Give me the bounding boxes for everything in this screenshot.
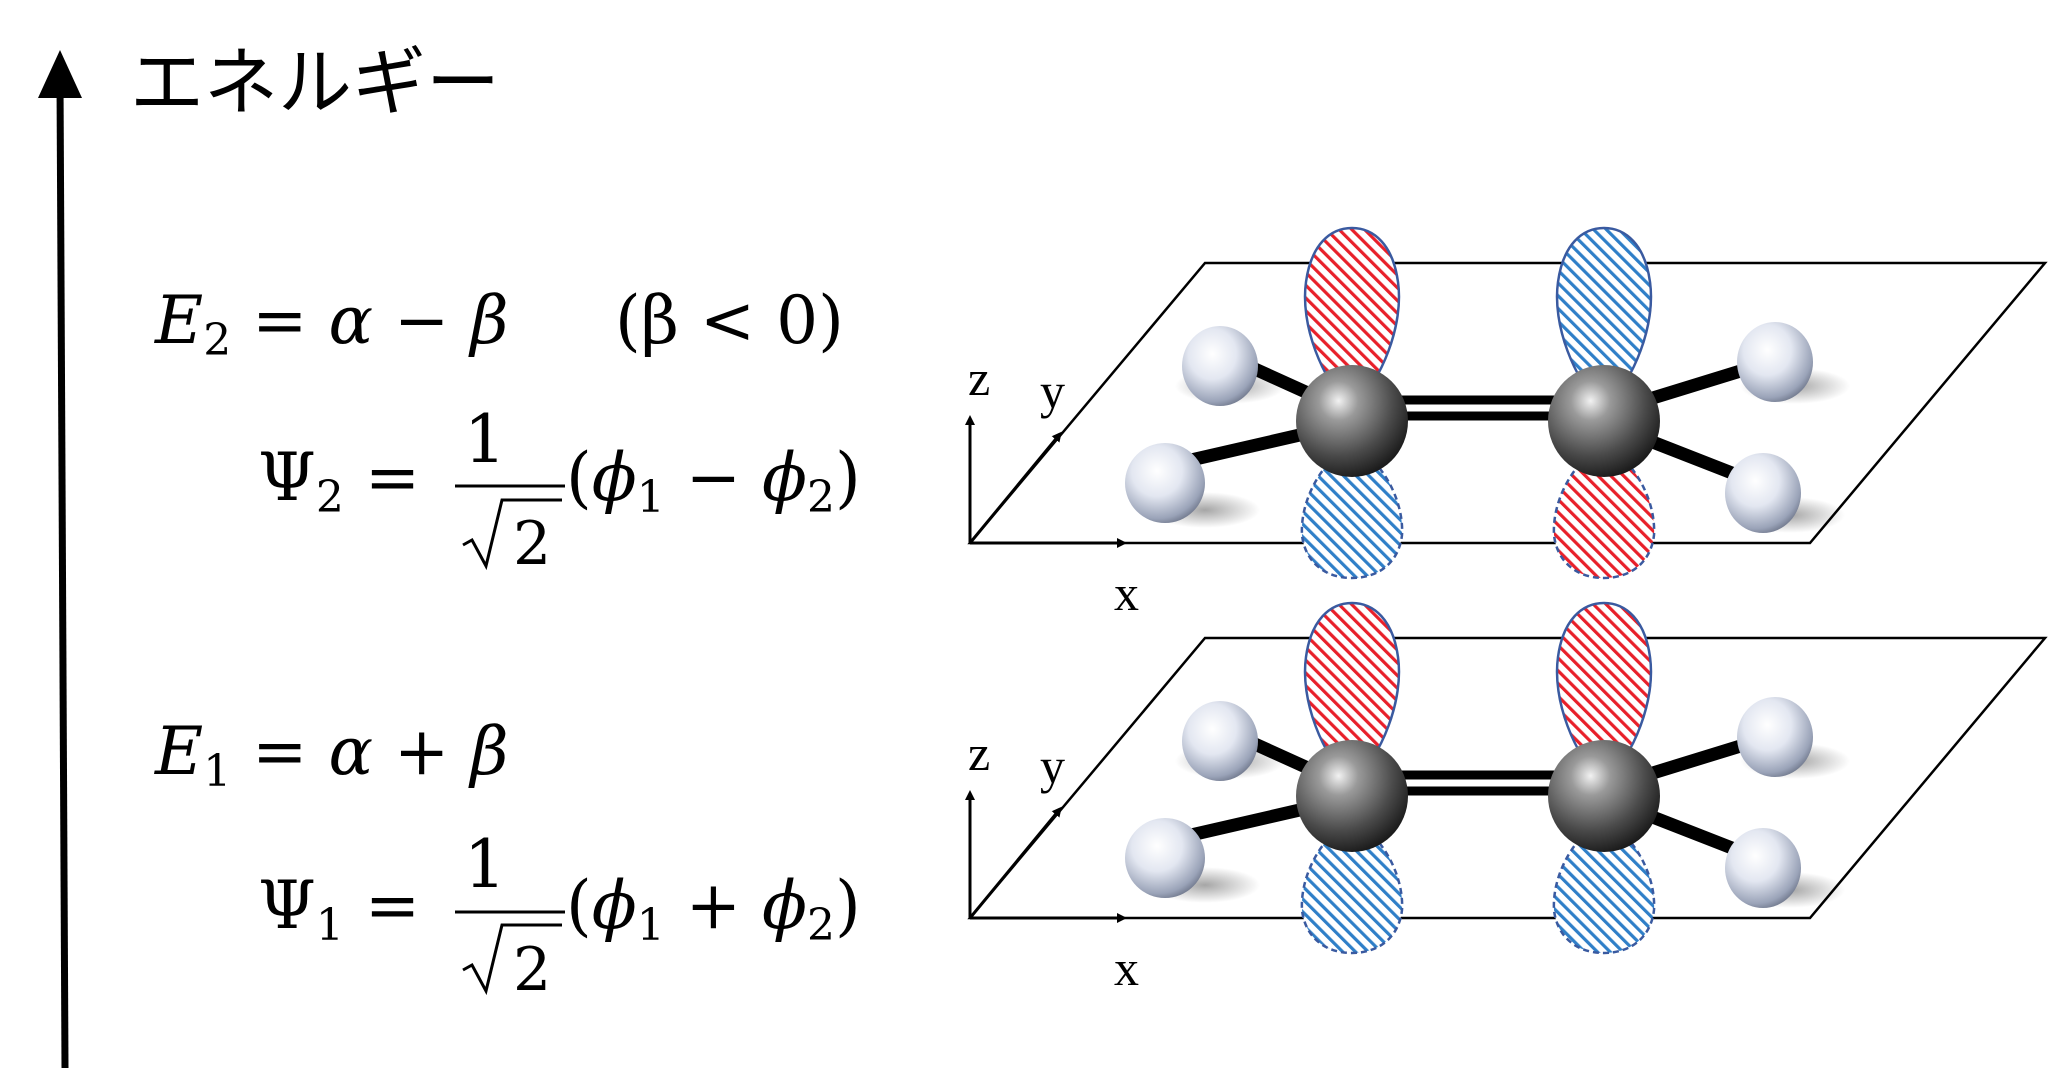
p-orbital-lobe-left-bottom bbox=[1300, 443, 1404, 580]
fraction-numerator: 1 bbox=[464, 401, 506, 478]
sqrt-sign bbox=[462, 498, 562, 571]
hydrogen-atom bbox=[1125, 443, 1205, 523]
energy-axis-label: エネルギー bbox=[130, 40, 500, 126]
hydrogen-atom bbox=[1182, 326, 1258, 406]
axis-label-x: x bbox=[1114, 940, 1139, 996]
coordinate-axes: z y x bbox=[965, 350, 1139, 621]
wavefunction-psi2-lhs: Ψ2 = bbox=[258, 439, 420, 523]
p-orbital-lobe-left-top bbox=[1303, 226, 1401, 412]
energy-axis-line bbox=[56, 79, 69, 1069]
hydrogen-atom bbox=[1125, 818, 1205, 898]
molecule-bonding: z y x bbox=[965, 601, 2048, 996]
molecule-antibonding: z y x bbox=[965, 226, 2048, 621]
sqrt-sign bbox=[462, 923, 562, 996]
axis-label-y: y bbox=[1040, 738, 1065, 794]
fraction-numerator: 1 bbox=[464, 826, 506, 903]
coordinate-axes: z y x bbox=[965, 725, 1139, 996]
wavefunction-psi1-rhs: (ϕ1 + ϕ2) bbox=[566, 867, 861, 951]
energy-equation-e2: E2 = α − β bbox=[154, 282, 508, 366]
alpha-symbol: α bbox=[328, 282, 373, 359]
energy-operator: − bbox=[394, 282, 449, 359]
p-orbital-lobe-right-bottom bbox=[1552, 818, 1656, 955]
p-orbital-lobe-left-bottom bbox=[1300, 818, 1404, 955]
carbon-atom-2 bbox=[1548, 365, 1660, 477]
beta-condition: (β < 0) bbox=[615, 282, 844, 359]
energy-axis-arrowhead bbox=[38, 50, 82, 98]
hydrogen-atom bbox=[1737, 697, 1813, 777]
hydrogen-atom bbox=[1725, 453, 1801, 533]
axis-label-z: z bbox=[968, 350, 990, 406]
carbon-atom-2 bbox=[1548, 740, 1660, 852]
fraction-denominator: 2 bbox=[513, 509, 551, 579]
hydrogen-atom bbox=[1737, 322, 1813, 402]
p-orbital-lobe-right-top bbox=[1555, 601, 1653, 787]
upper-level-equations: E2 = α − β (β < 0) Ψ2 = 1 2 (ϕ1 − ϕ2) bbox=[154, 282, 861, 579]
beta-symbol: β bbox=[467, 282, 508, 359]
carbon-atom-1 bbox=[1296, 365, 1408, 477]
energy-equation-e1: E1 = α + β bbox=[154, 713, 508, 797]
carbon-atom-1 bbox=[1296, 740, 1408, 852]
hydrogen-atom bbox=[1182, 701, 1258, 781]
wavefunction-psi2-rhs: (ϕ1 − ϕ2) bbox=[566, 439, 861, 523]
energy-subscript: 2 bbox=[203, 315, 231, 366]
p-orbital-lobe-right-top bbox=[1555, 226, 1653, 412]
energy-symbol: E bbox=[154, 282, 203, 359]
wavefunction-psi1-lhs: Ψ1 = bbox=[258, 867, 420, 951]
axis-label-x: x bbox=[1114, 565, 1139, 621]
axis-label-z: z bbox=[968, 725, 990, 781]
fraction-denominator: 2 bbox=[513, 935, 551, 1005]
energy-axis: エネルギー bbox=[38, 40, 500, 1069]
p-orbital-lobe-left-top bbox=[1303, 601, 1401, 787]
axis-label-y: y bbox=[1040, 363, 1065, 419]
lower-level-equations: E1 = α + β Ψ1 = 1 2 (ϕ1 + ϕ2) bbox=[154, 713, 861, 1005]
p-orbital-lobe-right-bottom bbox=[1552, 443, 1656, 580]
hydrogen-atom bbox=[1725, 828, 1801, 908]
